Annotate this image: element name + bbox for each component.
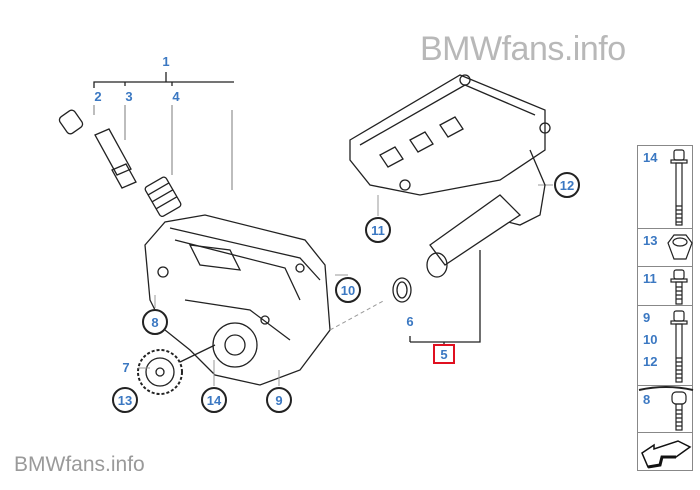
callout-8[interactable]: 8 [142, 309, 168, 335]
panel-label: 10 [643, 332, 658, 347]
panel-item-14[interactable]: 14 [637, 145, 693, 229]
long-flange-bolt-icon [670, 149, 688, 226]
panel-label: 14 [643, 150, 658, 165]
callout-9[interactable]: 9 [266, 387, 292, 413]
panel-item-8[interactable]: 8 [637, 385, 694, 433]
callout-3[interactable]: 3 [125, 89, 133, 104]
valve-parts [58, 109, 182, 218]
pump-body [144, 214, 331, 386]
panel-item-9-10-12[interactable]: 9 10 12 [637, 305, 693, 386]
long-bolt-icon [670, 310, 688, 383]
panel-label: 11 [643, 271, 657, 286]
sprocket [137, 344, 216, 395]
panel-item-13[interactable]: 13 [637, 228, 693, 267]
callout-13[interactable]: 13 [112, 387, 138, 413]
oil-pickup [349, 74, 551, 346]
callout-5-highlighted[interactable]: 5 [433, 344, 455, 364]
panel-label: 8 [643, 392, 651, 407]
panel-label: 13 [643, 233, 658, 248]
panel-label: 12 [643, 354, 658, 369]
callout-4[interactable]: 4 [172, 89, 180, 104]
watermark-bottom: BMWfans.info [14, 453, 145, 476]
arrow-icon [641, 440, 692, 469]
callout-7[interactable]: 7 [122, 360, 130, 375]
callout-2[interactable]: 2 [94, 89, 102, 104]
panel-label: 9 [643, 310, 651, 325]
short-flange-bolt-icon [670, 269, 688, 305]
callout-6[interactable]: 6 [406, 314, 414, 329]
panel-item-arrow[interactable] [637, 432, 693, 471]
leader-lines [138, 184, 553, 386]
watermark-top: BMWfans.info [420, 30, 626, 68]
callout-12[interactable]: 12 [554, 172, 580, 198]
callout-14[interactable]: 14 [201, 387, 227, 413]
callout-1[interactable]: 1 [162, 54, 170, 69]
group-bracket-1 [93, 72, 234, 190]
panel-item-11[interactable]: 11 [637, 266, 693, 306]
hex-nut-icon [667, 234, 693, 260]
callout-10[interactable]: 10 [335, 277, 361, 303]
torx-bolt-icon [638, 386, 694, 431]
callout-11[interactable]: 11 [365, 217, 391, 243]
